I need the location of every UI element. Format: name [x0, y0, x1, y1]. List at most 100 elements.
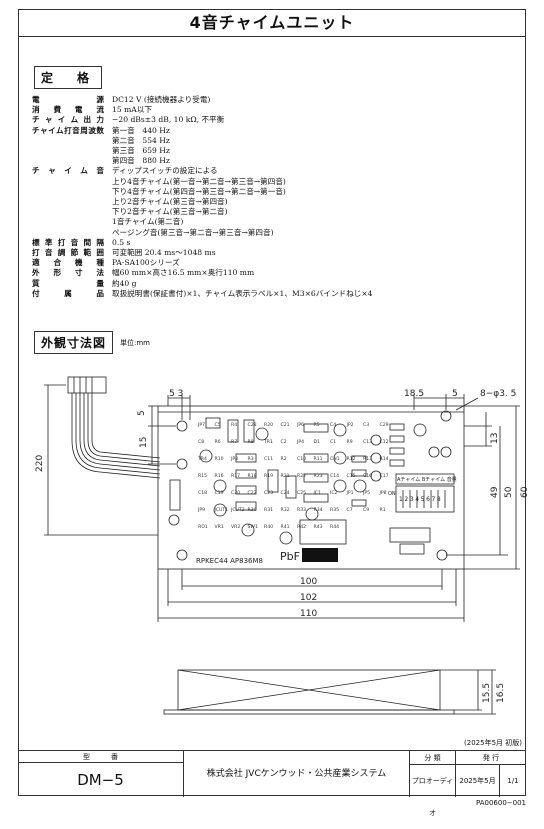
- component-label: IC2: [330, 490, 338, 496]
- component-label: R11: [314, 456, 323, 462]
- unit-note: 単位:mm: [120, 339, 150, 347]
- component-label: C1: [330, 439, 336, 445]
- component-label: JP1: [346, 490, 354, 496]
- holes-note: 8−φ3. 5: [480, 389, 516, 399]
- component-label: R33: [297, 507, 306, 513]
- component-label: JP8: [379, 490, 387, 496]
- spec-row: 下り4音チャイム(第四音→第三音→第二音→第一音): [32, 187, 512, 197]
- spec-label: 質量: [32, 278, 104, 288]
- component-label: C28: [248, 422, 257, 428]
- component-label: JP5: [362, 490, 370, 496]
- component-label: R30: [248, 507, 257, 513]
- component-label: R23: [314, 473, 323, 479]
- component-label: R3: [248, 456, 254, 462]
- dim-13: 13: [490, 433, 500, 444]
- spec-label: 適合機種: [32, 258, 104, 268]
- dim-110: 110: [300, 609, 317, 619]
- spec-row: 第三音 659 Hz: [32, 146, 512, 156]
- spec-row: 下り2音チャイム(第三音→第二音): [32, 207, 512, 217]
- component-label: C10: [297, 456, 306, 462]
- company-name: 株式会社 JVCケンウッド・公共産業システム: [184, 751, 410, 797]
- component-label: C12: [380, 439, 389, 445]
- spec-row: 打音調節範囲可変範囲 20.4 ms〜1048 ms: [32, 248, 512, 258]
- component-label: R20: [264, 422, 273, 428]
- component-label: R15: [198, 473, 207, 479]
- component-label: R9: [347, 439, 353, 445]
- spec-row: チャイム音ディップスイッチの設定による: [32, 166, 512, 176]
- component-label: JP9: [197, 507, 205, 513]
- spec-label: チャイム出力: [32, 115, 104, 125]
- component-label: JP3: [230, 456, 238, 462]
- spec-row: 上り2音チャイム(第三音→第四音): [32, 197, 512, 207]
- spec-value: 可変範囲 20.4 ms〜1048 ms: [112, 248, 216, 258]
- page-frame: [18, 9, 526, 796]
- spec-value: 0.5 s: [112, 237, 131, 247]
- category-label: 分 類: [410, 751, 456, 765]
- component-label: RO1: [198, 524, 208, 530]
- dim-16-5: 16.5: [496, 683, 506, 703]
- document-number: PA00600−001: [475, 799, 526, 807]
- pcb-text: RPKEC44 AP836M8: [196, 557, 263, 565]
- dim-100: 100: [300, 577, 317, 587]
- component-label: C8: [198, 439, 204, 445]
- component-label: D1: [314, 439, 321, 445]
- component-label: CN1: [330, 456, 340, 462]
- spec-row: 第四音 880 Hz: [32, 156, 512, 166]
- component-label: R34: [314, 507, 323, 513]
- component-label: R17: [231, 473, 240, 479]
- spec-value: 取扱説明書(保証書付)×1、チャイム表示ラベル×1、M3×6バインドねじ×4: [112, 288, 373, 298]
- dip-numbers: 12345678: [399, 496, 442, 503]
- spec-value: −20 dBs±3 dB, 10 kΩ, 不平衡: [112, 115, 225, 125]
- component-label: C9: [363, 507, 369, 513]
- component-label: R32: [281, 507, 290, 513]
- spec-value: 上り4音チャイム(第一音→第二音→第三音→第四音): [112, 176, 286, 186]
- component-label: R44: [330, 524, 339, 530]
- spec-row: 適合機種 PA-SA100シリーズ: [32, 258, 512, 268]
- spec-row: 1音チャイム(第二音): [32, 217, 512, 227]
- spec-value: 第一音 440 Hz: [112, 125, 170, 135]
- dip-label: Aチャイム Bチャイム 音量: [397, 476, 457, 483]
- model-label: 型 番: [18, 751, 184, 763]
- component-label: C25: [297, 490, 306, 496]
- component-label: R12: [347, 456, 356, 462]
- spec-value: PA-SA100シリーズ: [112, 258, 180, 268]
- component-label: C2: [281, 439, 287, 445]
- component-label: C7: [347, 507, 353, 513]
- spec-value: 下り2音チャイム(第三音→第二音): [112, 207, 228, 217]
- component-label: R16: [215, 473, 224, 479]
- component-label: R19: [264, 473, 273, 479]
- component-label: R2: [281, 456, 287, 462]
- spec-value: 15 mA以下: [112, 105, 152, 115]
- spec-value: DC12 V (接続機器より受電): [112, 95, 211, 104]
- model-number: DM−5: [18, 763, 184, 797]
- component-label: C18: [198, 490, 207, 496]
- dim-49: 49: [490, 486, 500, 498]
- component-label: C13: [363, 439, 372, 445]
- component-label: R41: [281, 524, 290, 530]
- spec-label: 付属品: [32, 288, 104, 298]
- component-label: R6: [215, 439, 221, 445]
- page-number: 1/1: [507, 777, 519, 785]
- title-block: 型 番 DM−5 株式会社 JVCケンウッド・公共産業システム 分 類 プロオー…: [18, 750, 526, 817]
- component-label: JP4: [296, 439, 304, 445]
- component-label: C21: [281, 422, 290, 428]
- component-label: R35: [330, 507, 339, 513]
- edition-note: (2025年5月 初版): [464, 739, 522, 747]
- component-label: R8: [248, 439, 254, 445]
- component-label: JP2: [346, 422, 354, 428]
- spec-value: 幅60 mm×高さ16.5 mm×奥行110 mm: [112, 268, 255, 278]
- pcb-outline: [157, 405, 465, 570]
- sw-on-label: ON: [388, 491, 396, 497]
- component-label: C11: [264, 456, 273, 462]
- component-label: R13: [363, 456, 372, 462]
- component-label: C23: [264, 490, 273, 496]
- spec-value: 第三音 659 Hz: [112, 146, 170, 156]
- component-label: C14: [330, 473, 339, 479]
- spec-row: 質量約40 g: [32, 279, 512, 289]
- dim-15-5: 15.5: [482, 683, 492, 703]
- component-label: JP7: [197, 422, 205, 428]
- spec-row: 第二音 554 Hz: [32, 136, 512, 146]
